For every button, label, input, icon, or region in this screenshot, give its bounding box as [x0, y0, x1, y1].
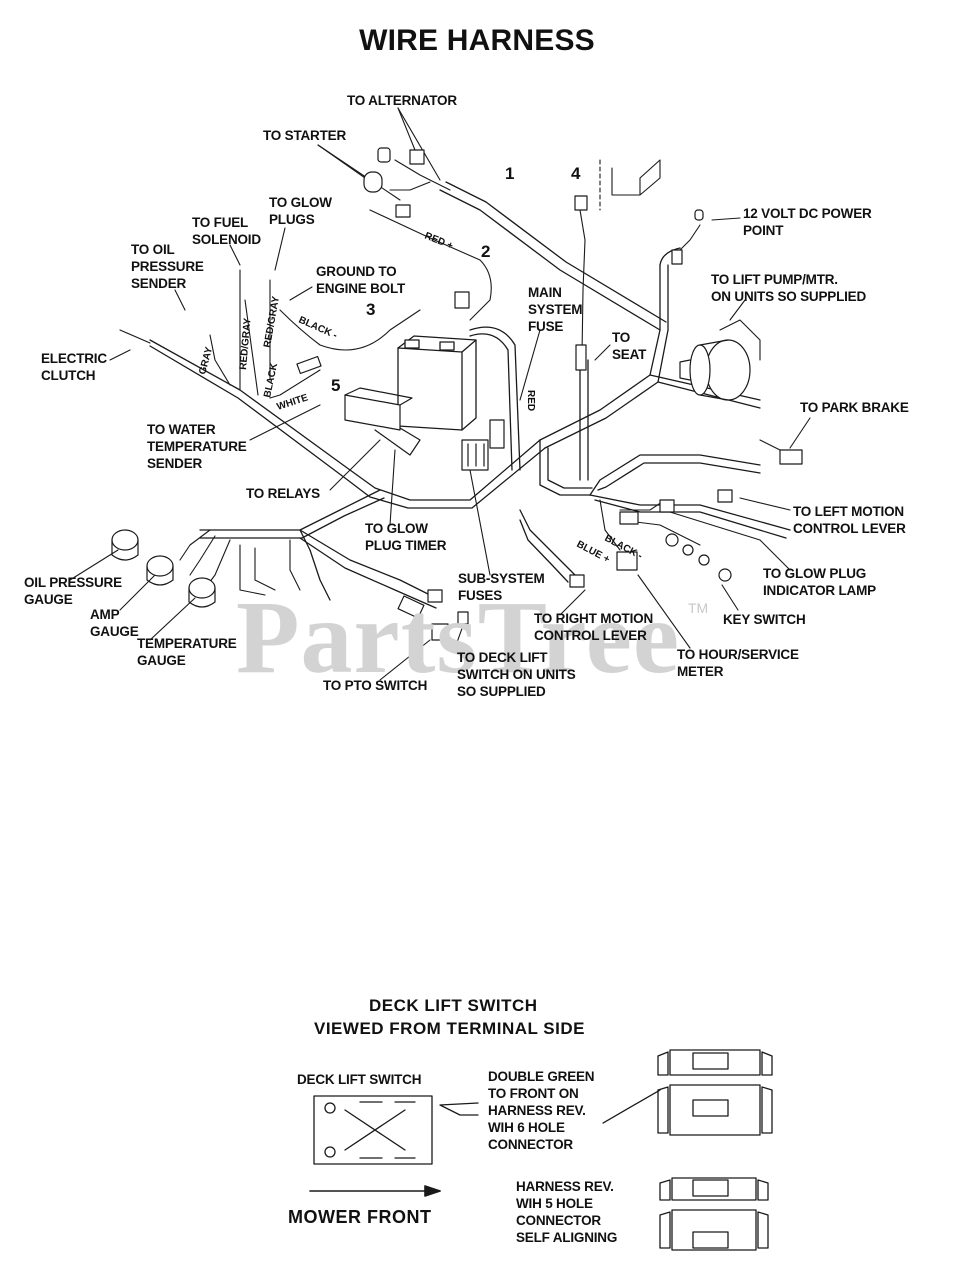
battery: [397, 335, 477, 431]
wire-label-black: BLACK: [262, 361, 280, 398]
part-number-2: 2: [481, 242, 491, 261]
label-to-alternator: TO ALTERNATOR: [347, 93, 457, 108]
label-double-green: DOUBLE GREEN TO FRONT ON HARNESS REV. WI…: [488, 1069, 595, 1152]
label-to-water-temperature-sender: TO WATER TEMPERATURE SENDER: [147, 422, 247, 471]
connectors: [296, 147, 803, 641]
mount-bracket: [599, 159, 661, 211]
label-deck-lift-switch: DECK LIFT SWITCH: [297, 1072, 422, 1087]
label-to-starter: TO STARTER: [263, 128, 347, 143]
label-main-system-fuse: MAIN SYSTEM FUSE: [528, 285, 583, 334]
label-to-left-motion-control-lever: TO LEFT MOTION CONTROL LEVER: [793, 504, 906, 536]
label-amp-gauge: AMP GAUGE: [90, 607, 139, 639]
label-to-lift-pump: TO LIFT PUMP/MTR. ON UNITS SO SUPPLIED: [711, 272, 867, 304]
part-number-5: 5: [331, 376, 341, 395]
label-sub-system-fuses: SUB-SYSTEM FUSES: [458, 571, 545, 603]
part-number-3: 3: [366, 300, 376, 319]
wire-label-gray: GRAY: [197, 346, 215, 376]
label-key-switch: KEY SWITCH: [723, 612, 806, 627]
label-harness-rev-5-hole: HARNESS REV. WIH 5 HOLE CONNECTOR SELF A…: [516, 1179, 618, 1245]
part-number-1: 1: [505, 164, 515, 183]
mower-front-arrow: [309, 1185, 441, 1197]
label-temperature-gauge: TEMPERATURE GAUGE: [137, 636, 237, 668]
label-mower-front: MOWER FRONT: [288, 1207, 432, 1227]
label-to-park-brake: TO PARK BRAKE: [800, 400, 909, 415]
gauges: [111, 529, 216, 608]
label-12-volt-power-point: 12 VOLT DC POWER POINT: [743, 206, 872, 238]
deck-section-subtitle: VIEWED FROM TERMINAL SIDE: [314, 1019, 585, 1038]
connector-6-hole: [602, 1049, 773, 1136]
wire-label-black-minus: BLACK -: [297, 315, 339, 342]
label-to-relays: TO RELAYS: [246, 486, 320, 501]
label-to-fuel-solenoid: TO FUEL SOLENOID: [192, 215, 261, 247]
deck-lift-switch-box: [313, 1095, 479, 1165]
part-number-4: 4: [571, 164, 581, 183]
wire-label-white: WHITE: [276, 392, 310, 413]
fuse-block: [461, 419, 505, 471]
wire-label-red-plus: RED +: [423, 231, 455, 252]
label-ground-to-engine-bolt: GROUND TO ENGINE BOLT: [316, 264, 406, 296]
label-to-pto-switch: TO PTO SWITCH: [323, 678, 428, 693]
label-to-glow-plugs: TO GLOW PLUGS: [269, 195, 332, 227]
partstree-watermark: PartsTree: [236, 580, 681, 695]
deck-section-title: DECK LIFT SWITCH: [369, 996, 538, 1015]
page-title: WIRE HARNESS: [359, 24, 595, 57]
label-to-seat: TO SEAT: [612, 330, 647, 362]
wire-label-red-gray-2: RED/GRAY: [262, 295, 282, 348]
label-to-glow-plug-indicator-lamp: TO GLOW PLUG INDICATOR LAMP: [763, 566, 876, 598]
label-to-oil-pressure-sender: TO OIL PRESSURE SENDER: [131, 242, 204, 291]
label-to-glow-plug-timer: TO GLOW PLUG TIMER: [365, 521, 447, 553]
connector-5-hole: [659, 1177, 769, 1251]
lift-motor: [679, 339, 751, 401]
label-electric-clutch: ELECTRIC CLUTCH: [41, 351, 107, 383]
watermark-trademark: TM: [688, 600, 709, 616]
label-to-hour-service-meter: TO HOUR/SERVICE METER: [677, 647, 799, 679]
leader-lines: [69, 107, 811, 681]
label-oil-pressure-gauge: OIL PRESSURE GAUGE: [24, 575, 122, 607]
label-to-right-motion-control-lever: TO RIGHT MOTION CONTROL LEVER: [534, 611, 653, 643]
wire-label-red: RED: [525, 390, 536, 411]
label-to-deck-lift-switch: TO DECK LIFT SWITCH ON UNITS SO SUPPLIED: [457, 650, 576, 699]
wire-label-red-gray-1: RED/GRAY: [238, 317, 254, 370]
relay-block: [344, 387, 421, 456]
